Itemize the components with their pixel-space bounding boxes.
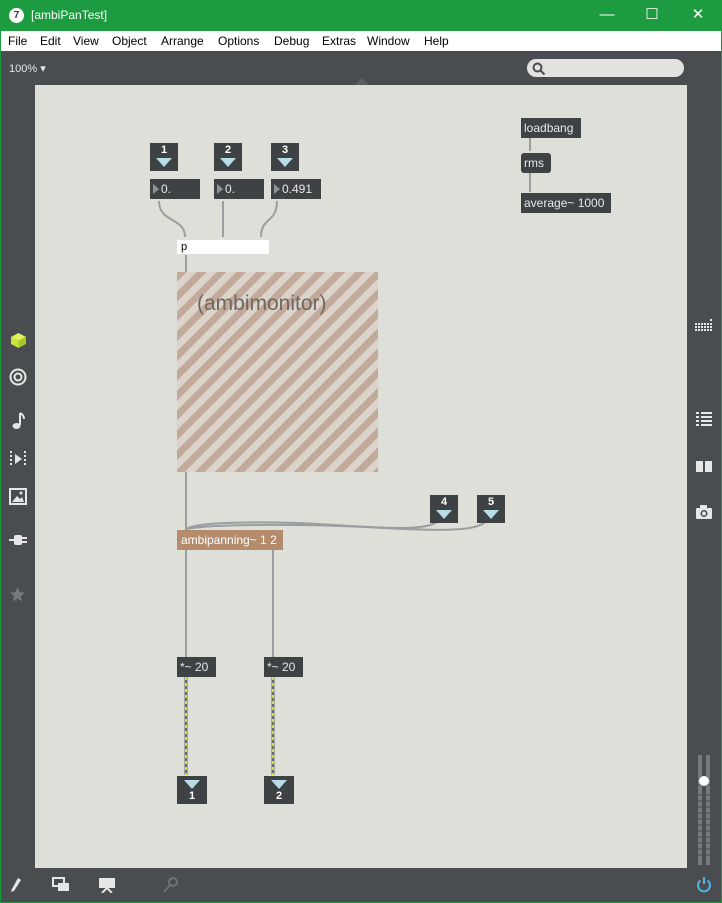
rms-object[interactable]: rms [521,153,551,173]
triangle-icon [153,184,159,194]
image-icon[interactable] [9,488,27,505]
gain-left-object[interactable]: *~ 20 [177,657,216,677]
disabled-pin-icon [163,877,178,893]
menu-help[interactable]: Help [424,34,449,48]
number-box-3[interactable]: 0.491 [271,179,321,199]
inlet-arrow-icon [483,510,499,519]
search-input[interactable] [527,59,684,77]
ambimonitor-bpatcher[interactable]: (ambimonitor) [177,272,378,472]
windows-icon[interactable] [52,877,70,892]
window-title: [ambiPanTest] [31,8,108,22]
camera-icon[interactable] [695,504,713,520]
toolbar-collapse-notch[interactable] [355,78,369,85]
number-box-1[interactable]: 0. [150,179,200,199]
right-sidebar [687,85,721,868]
outlet-2[interactable]: 2 [264,776,294,804]
outlet-arrow-icon [271,780,287,789]
left-sidebar [1,85,35,868]
triangle-icon [217,184,223,194]
inlet-1[interactable]: 1 [150,143,178,171]
menu-extras[interactable]: Extras [322,34,357,48]
inlet-2[interactable]: 2 [214,143,242,171]
pencil-icon[interactable] [10,877,22,893]
target-icon[interactable] [9,368,27,386]
menu-options[interactable]: Options [218,34,260,48]
inlet-arrow-icon [220,158,236,167]
bpatcher-label: (ambimonitor) [197,292,327,315]
menu-debug[interactable]: Debug [274,34,310,48]
loadbang-object[interactable]: loadbang [521,118,581,138]
power-icon[interactable] [696,876,712,893]
search-icon [532,62,546,76]
outlet-arrow-icon [184,780,200,789]
ambipanning-object[interactable]: ambipanning~ 1 2 [177,530,283,550]
subpatcher-p[interactable]: p [177,240,269,254]
menu-arrange[interactable]: Arrange [161,34,204,48]
level-meter-icon[interactable] [695,755,713,865]
music-note-icon[interactable] [11,412,25,430]
menu-bar: File Edit View Object Arrange Options De… [1,31,721,51]
grid-icon[interactable] [694,317,714,335]
star-icon[interactable] [9,586,26,603]
inlet-5[interactable]: 5 [477,495,505,523]
bottom-toolbar [1,868,721,902]
triangle-icon [274,184,280,194]
zoom-dropdown[interactable]: 100% ▾ [9,63,46,75]
inlet-arrow-icon [436,510,452,519]
menu-view[interactable]: View [73,34,99,48]
list-icon[interactable] [695,411,713,427]
menu-file[interactable]: File [8,34,28,48]
presentation-icon[interactable] [98,877,116,893]
outlet-1[interactable]: 1 [177,776,207,804]
average-object[interactable]: average~ 1000 [521,193,611,213]
minimize-button[interactable]: — [599,6,615,23]
inlet-arrow-icon [156,158,172,167]
title-bar: 7 [ambiPanTest] — ☐ ✕ [0,0,722,31]
inlet-3[interactable]: 3 [271,143,299,171]
media-player-icon[interactable] [9,450,27,468]
patcher-canvas[interactable]: 1 2 3 0. 0. 0.491 p (ambimonitor) loadba… [35,85,687,868]
menu-object[interactable]: Object [112,34,147,48]
max-app-icon: 7 [9,8,24,23]
inlet-arrow-icon [277,158,293,167]
patch-cords [158,137,531,775]
book-icon[interactable] [695,459,713,473]
menu-edit[interactable]: Edit [40,34,61,48]
number-box-2[interactable]: 0. [214,179,264,199]
plug-icon[interactable] [8,532,28,548]
close-button[interactable]: ✕ [691,6,705,23]
inlet-4[interactable]: 4 [430,495,458,523]
maximize-button[interactable]: ☐ [645,6,659,23]
gain-right-object[interactable]: *~ 20 [264,657,303,677]
package-icon[interactable] [10,332,27,349]
menu-window[interactable]: Window [367,34,410,48]
